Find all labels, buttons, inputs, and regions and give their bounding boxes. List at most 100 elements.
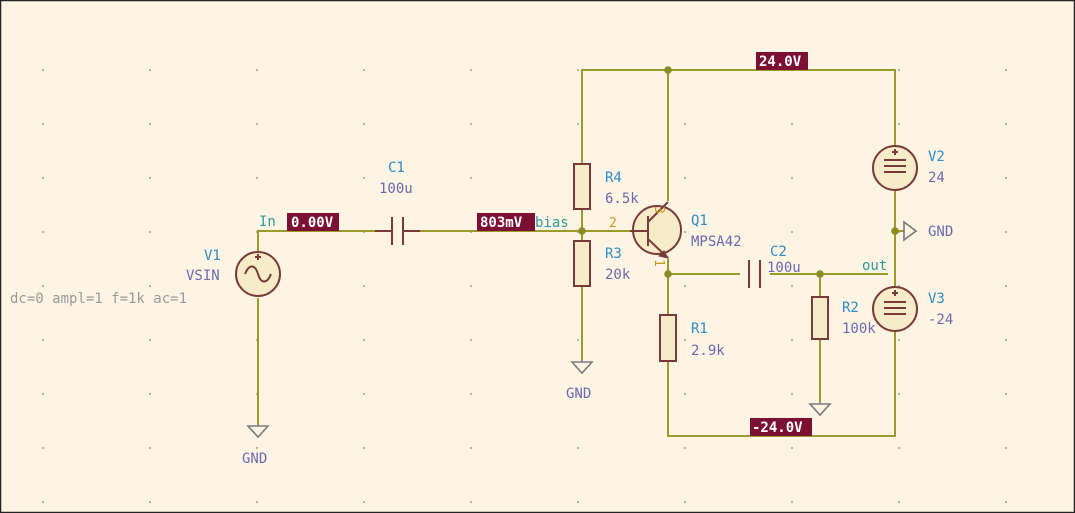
- grid-dot: [469, 284, 473, 288]
- q1-ref: Q1: [691, 213, 708, 229]
- capacitor-c1[interactable]: [375, 216, 420, 246]
- junction-out: [816, 270, 824, 278]
- grid-dot: [1004, 500, 1008, 504]
- gnd-mid-label: GND: [928, 224, 953, 240]
- ground-icon: [903, 220, 918, 242]
- v2-ref: V2: [928, 149, 945, 165]
- grid-dot: [1004, 230, 1008, 234]
- grid-dot: [362, 122, 366, 126]
- r3-value: 20k: [605, 267, 631, 283]
- grid-dot: [255, 68, 259, 72]
- ground-icon: [808, 402, 832, 417]
- q1-value: MPSA42: [691, 234, 742, 250]
- grid-dot: [790, 122, 794, 126]
- grid-dot: [148, 230, 152, 234]
- grid-dot: [683, 122, 687, 126]
- grid-dot: [41, 122, 45, 126]
- v1-ref: V1: [204, 248, 221, 264]
- resistor-r2[interactable]: [811, 296, 829, 340]
- grid-dot: [469, 500, 473, 504]
- grid-dot: [41, 230, 45, 234]
- grid-dot: [362, 176, 366, 180]
- transistor-q1[interactable]: [630, 201, 682, 259]
- grid-dot: [790, 446, 794, 450]
- r4-ref: R4: [605, 170, 622, 186]
- r3-ref: R3: [605, 246, 622, 262]
- grid-dot: [255, 500, 259, 504]
- wire-top-rail: [581, 69, 896, 163]
- c2-value: 100u: [767, 260, 801, 276]
- junction-gnd-mid: [891, 227, 899, 235]
- grid-dot: [683, 338, 687, 342]
- grid-dot: [790, 176, 794, 180]
- grid-dot: [469, 446, 473, 450]
- junction-top-rail: [664, 66, 672, 74]
- source-v2[interactable]: [872, 145, 918, 191]
- grid-dot: [469, 392, 473, 396]
- voltage-label-top-rail[interactable]: 24.0V: [756, 52, 808, 70]
- capacitor-c2[interactable]: [748, 260, 761, 288]
- grid-dot: [790, 392, 794, 396]
- grid-dot: [897, 68, 901, 72]
- grid-dot: [790, 500, 794, 504]
- grid-dot: [790, 230, 794, 234]
- v1-params: dc=0 ampl=1 f=1k ac=1: [10, 291, 187, 307]
- grid-dot: [362, 500, 366, 504]
- voltage-label-bottom-rail[interactable]: -24.0V: [750, 418, 812, 436]
- grid-dot: [576, 392, 580, 396]
- v3-ref: V3: [928, 291, 945, 307]
- resistor-r1[interactable]: [659, 314, 677, 362]
- grid-dot: [255, 176, 259, 180]
- grid-dot: [41, 284, 45, 288]
- grid-dot: [897, 446, 901, 450]
- grid-dot: [255, 122, 259, 126]
- ground-icon: [570, 360, 594, 375]
- svg-text:0.00V: 0.00V: [291, 215, 334, 231]
- resistor-r4[interactable]: [573, 163, 591, 210]
- grid-dot: [255, 446, 259, 450]
- q1-pin-base: 2: [609, 216, 617, 231]
- grid-dot: [362, 446, 366, 450]
- grid-dot: [41, 446, 45, 450]
- grid-dot: [148, 284, 152, 288]
- voltage-label-input[interactable]: 0.00V: [287, 213, 339, 231]
- v3-value: -24: [928, 312, 953, 328]
- grid-dot: [683, 500, 687, 504]
- grid-dot: [1004, 338, 1008, 342]
- voltage-label-bias[interactable]: 803mV: [477, 213, 535, 231]
- gnd-r3-label: GND: [566, 386, 591, 402]
- emitter-arrow-icon: [658, 250, 669, 259]
- c2-ref: C2: [770, 244, 787, 260]
- grid-dot: [576, 338, 580, 342]
- grid-dot: [469, 68, 473, 72]
- junctions: [578, 66, 899, 278]
- grid-dot: [148, 500, 152, 504]
- source-v1[interactable]: [235, 251, 281, 297]
- grid-dot: [683, 230, 687, 234]
- resistor-r3[interactable]: [573, 240, 591, 287]
- grid-dot: [683, 284, 687, 288]
- grid-dot: [1004, 68, 1008, 72]
- c1-value: 100u: [379, 181, 413, 197]
- source-v3[interactable]: [872, 286, 918, 332]
- grid-dot: [41, 500, 45, 504]
- grid-dot: [41, 338, 45, 342]
- svg-text:803mV: 803mV: [480, 215, 523, 231]
- grid-dot: [1004, 446, 1008, 450]
- net-label-out: out: [862, 258, 887, 274]
- grid-dot: [41, 68, 45, 72]
- grid-dot: [1004, 122, 1008, 126]
- grid-dot: [362, 68, 366, 72]
- v1-value: VSIN: [186, 268, 220, 284]
- grid-dot: [576, 500, 580, 504]
- junction-bias: [578, 227, 586, 235]
- grid-dot: [576, 68, 580, 72]
- grid-dot: [790, 338, 794, 342]
- grid-dot: [683, 176, 687, 180]
- grid-dot: [790, 284, 794, 288]
- grid-dot: [469, 176, 473, 180]
- grid-dot: [469, 122, 473, 126]
- grid-dot: [362, 284, 366, 288]
- c1-ref: C1: [388, 160, 405, 176]
